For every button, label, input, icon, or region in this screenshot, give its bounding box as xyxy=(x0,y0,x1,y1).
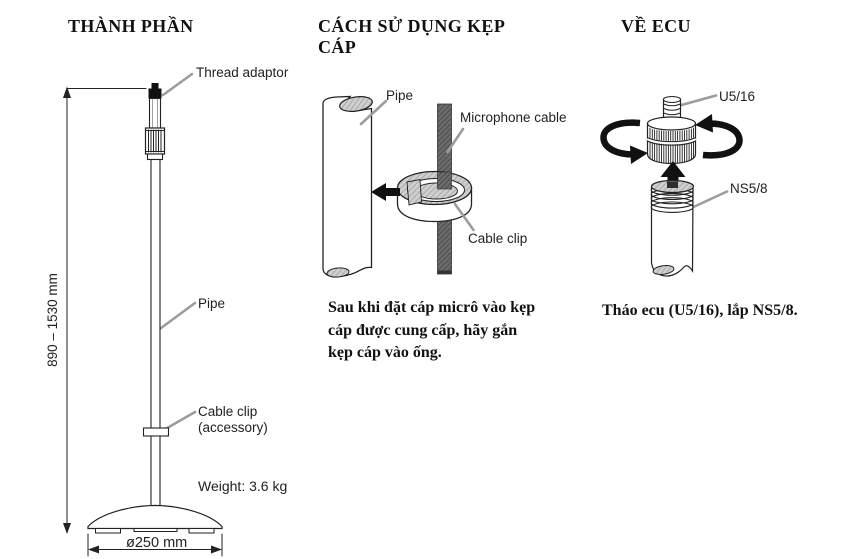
ecu-leader-lines xyxy=(680,94,729,208)
ns58-leader xyxy=(693,190,729,208)
up-arrow-icon xyxy=(660,161,686,193)
ns58-pipe-drawing xyxy=(650,179,695,277)
u516-leader xyxy=(680,94,718,107)
ecu-instructions: Tháo ecu (U5/16), lắp NS5/8. xyxy=(602,302,798,319)
weight-label: Weight: 3.6 kg xyxy=(198,478,288,494)
ns58-label: NS5/8 xyxy=(730,181,768,196)
cable-clip2-leader xyxy=(453,202,475,232)
locking-collar-drawing xyxy=(144,127,166,161)
section-title-ecu: VỀ ECU xyxy=(621,16,691,36)
base-drawing xyxy=(87,504,223,534)
usage-leader-lines xyxy=(359,99,475,232)
pipe-cylinder-drawing xyxy=(322,95,373,278)
cable-clip-label-2: Cable clip xyxy=(468,231,528,246)
section-title-components: THÀNH PHẦN xyxy=(68,16,194,36)
rotation-arrow-left-icon xyxy=(600,119,648,164)
cable-clip-ring-drawing xyxy=(396,170,473,223)
pipe-drawing xyxy=(150,158,161,507)
rotation-arrow-right-icon xyxy=(695,114,743,159)
attach-direction-arrow xyxy=(371,183,400,201)
u516-label: U5/16 xyxy=(719,89,756,104)
height-range-label: 890 – 1530 mm xyxy=(45,273,60,367)
pipe-label-2: Pipe xyxy=(386,88,414,103)
thread-adaptor-drawing xyxy=(148,83,162,99)
cable-clip-usage-instructions: Sau khi đặt cáp micrô vào kẹp cáp được c… xyxy=(328,299,536,361)
ecu-nut-drawing xyxy=(646,116,697,165)
cable-clip-accessory-label: Cable clip (accessory) xyxy=(198,404,268,435)
pipe-label: Pipe xyxy=(198,296,226,311)
upper-tube-drawing xyxy=(148,97,162,129)
pipe-leader xyxy=(155,301,197,333)
cable-clip-accessory-drawing xyxy=(142,427,170,437)
ecu-diagram xyxy=(600,94,743,277)
height-dimension-line xyxy=(63,86,147,534)
base-diameter-label: ø250 mm xyxy=(126,535,188,551)
section-title-cable-clip-usage: CÁCH SỬ DỤNG KẸP CÁP xyxy=(318,16,505,57)
thread-adaptor-label: Thread adaptor xyxy=(196,65,289,80)
diameter-dimension-line xyxy=(87,533,223,557)
stand-diagram xyxy=(63,72,223,557)
cable-clip-usage-diagram xyxy=(322,95,475,278)
pipe2-leader xyxy=(359,99,388,126)
microphone-cable-label: Microphone cable xyxy=(460,110,567,125)
thread-adaptor-leader xyxy=(161,72,194,97)
mic-cable-leader xyxy=(446,127,465,154)
